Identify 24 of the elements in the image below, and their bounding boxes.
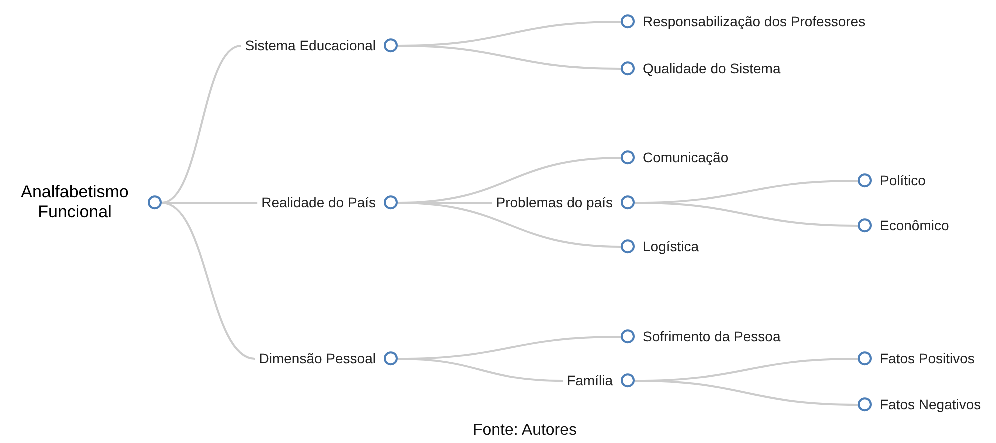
node-label: Dimensão Pessoal	[258, 350, 377, 368]
connector-line	[398, 202, 622, 248]
node-label: Logística	[642, 238, 700, 256]
connector-line	[162, 202, 258, 204]
node-label: Problemas do país	[495, 194, 614, 212]
node-label: Sistema Educacional	[244, 38, 377, 54]
node-label: Qualidade do Sistema	[642, 60, 782, 78]
connector-line	[634, 202, 858, 227]
connector-line	[398, 358, 564, 382]
node-label: Fatos Negativos	[879, 396, 982, 414]
connector-line	[398, 45, 622, 70]
node-label: Econômico	[879, 218, 950, 234]
connector-line	[634, 380, 858, 406]
node-label: Sofrimento da Pessoa	[642, 328, 782, 346]
node-label: Fatos Positivos	[879, 350, 976, 368]
node-label: Comunicação	[642, 150, 730, 166]
node-label: Responsabilização dos Professores	[642, 14, 867, 30]
node-label: Realidade do País	[260, 194, 377, 212]
caption: Fonte: Autores	[472, 422, 578, 440]
node-label: Político	[879, 172, 927, 190]
node-label: Analfabetismo Funcional	[20, 182, 130, 224]
connector-line	[162, 202, 256, 360]
connector-line	[162, 45, 242, 204]
node-label: Família	[566, 372, 614, 390]
